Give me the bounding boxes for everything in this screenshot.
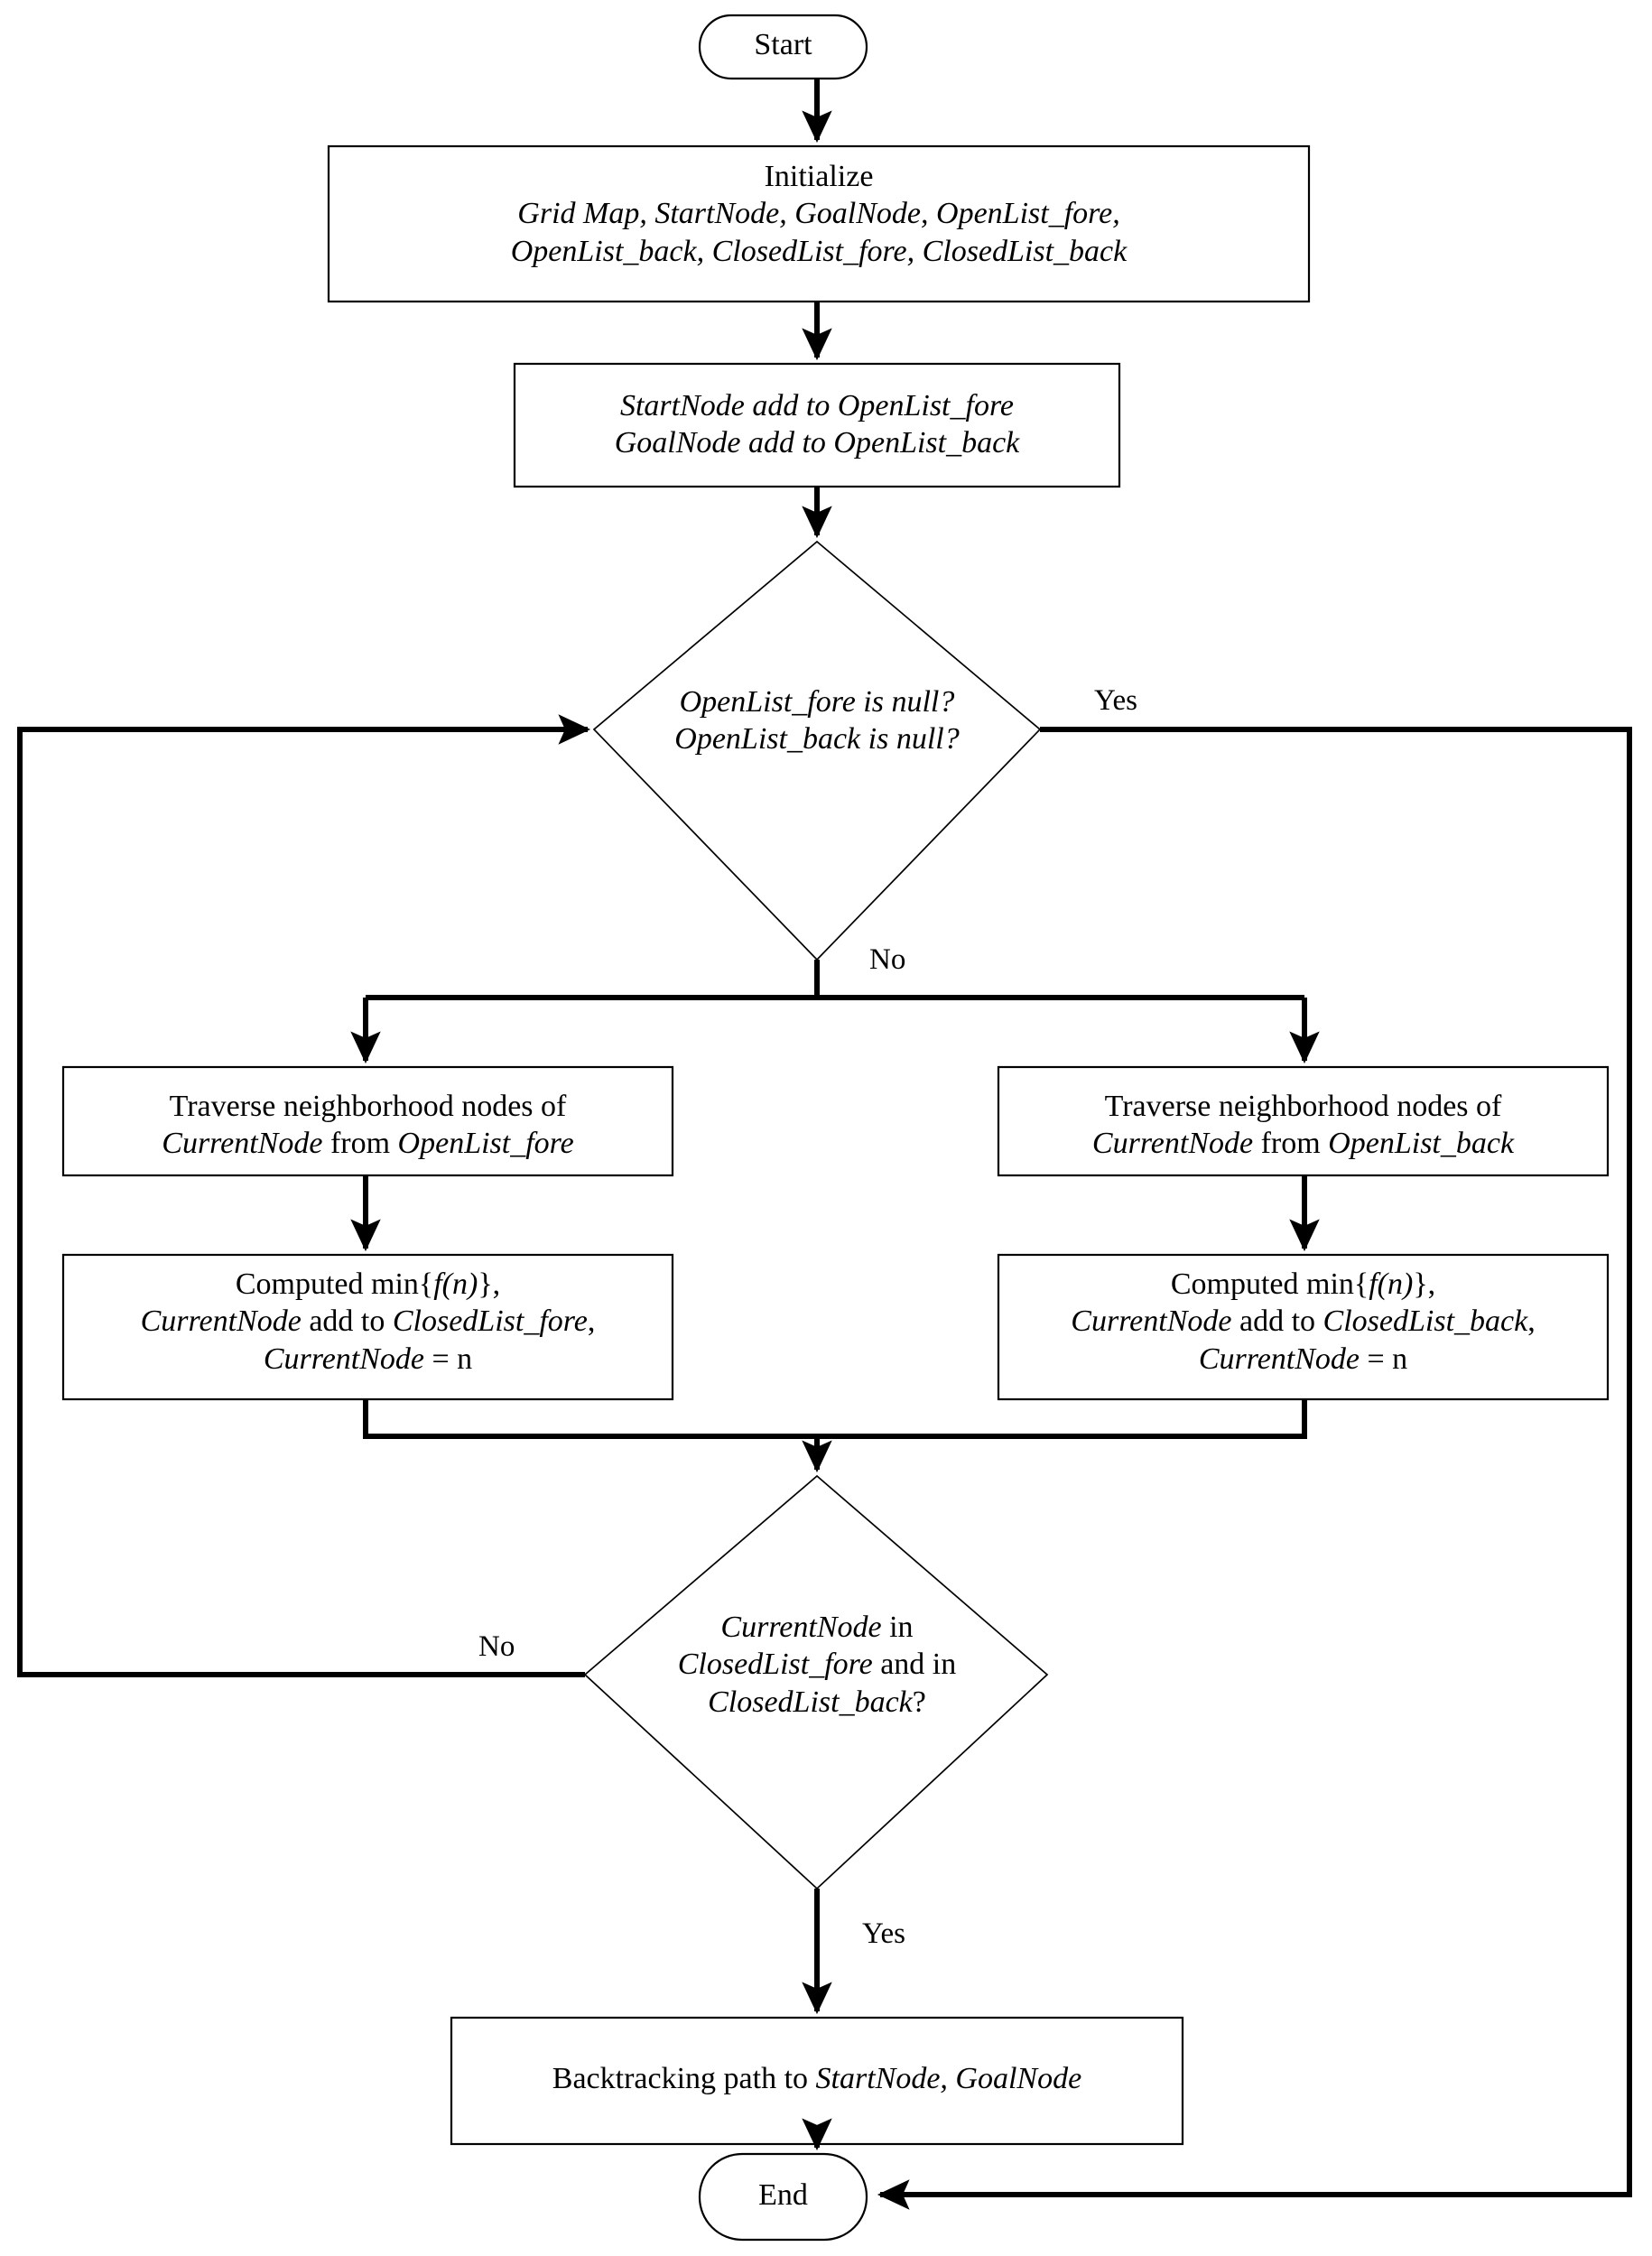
decision-closedlist-shape bbox=[583, 1474, 1049, 1890]
traverse-back-box-shape bbox=[997, 1065, 1610, 1177]
start-terminator-shape bbox=[698, 14, 868, 80]
edge-label-decision1-yes: Yes bbox=[1094, 684, 1138, 717]
decision-openlist-null-shape bbox=[592, 540, 1042, 961]
computed-fore-box-shape bbox=[61, 1253, 674, 1401]
edge-decision2-no-loopback bbox=[17, 714, 591, 1677]
traverse-fore-box-shape bbox=[61, 1065, 674, 1177]
initialize-box-shape bbox=[327, 144, 1311, 303]
edge-decision1-no-split-bar bbox=[366, 960, 1304, 1000]
edge-label-decision2-no: No bbox=[478, 1630, 515, 1663]
backtracking-box-shape bbox=[450, 2016, 1184, 2146]
edge-decision1-yes-to-end bbox=[877, 727, 1632, 2210]
edge-label-decision2-yes: Yes bbox=[862, 1917, 906, 1950]
end-terminator-shape bbox=[698, 2152, 868, 2242]
edge-merge-bar-to-decision2 bbox=[363, 1399, 1307, 1439]
edge-label-decision1-no: No bbox=[869, 943, 906, 976]
add-to-openlist-box-shape bbox=[513, 362, 1121, 488]
computed-back-box-shape bbox=[997, 1253, 1610, 1401]
